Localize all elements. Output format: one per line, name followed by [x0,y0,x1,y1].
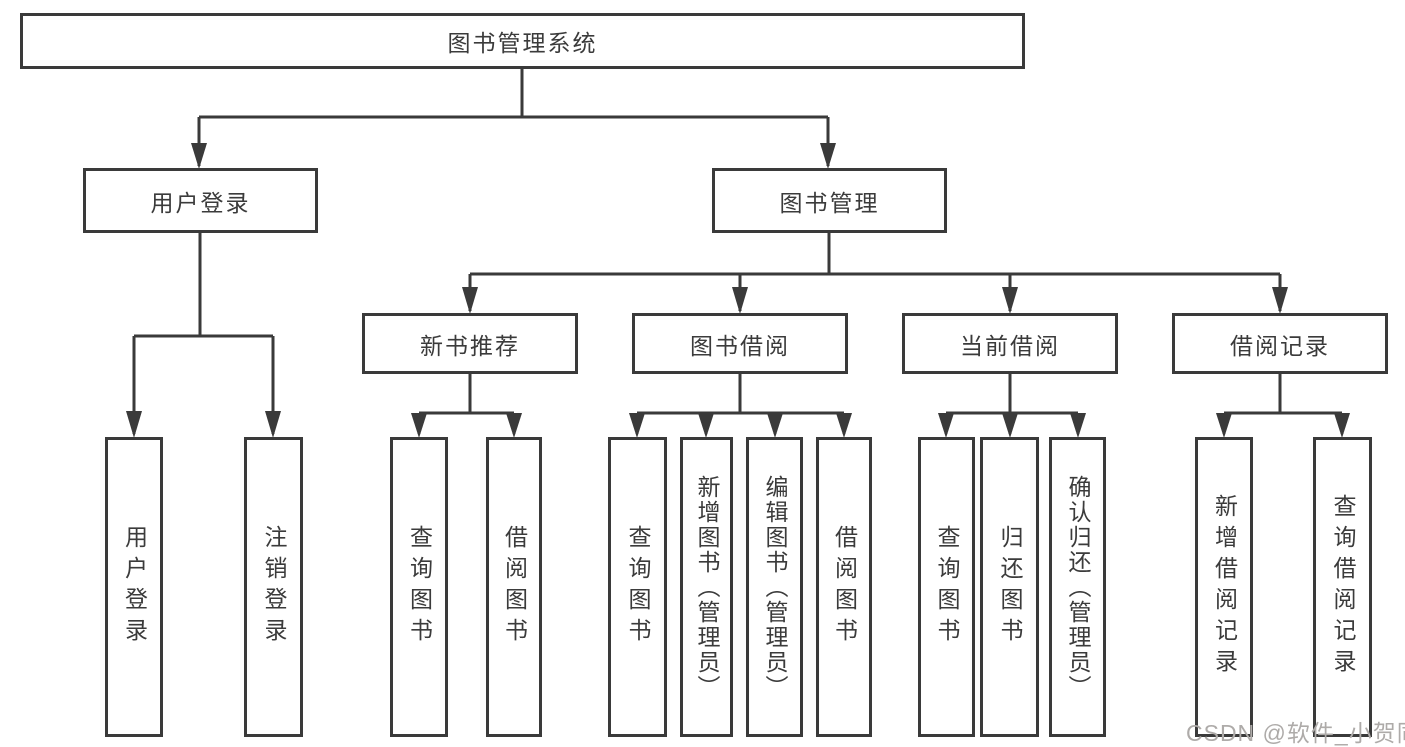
leaf-query-books-recommend: 查询图书 [390,437,448,737]
leaf-label: 查询图书 [625,525,651,649]
leaf-query-books-current: 查询图书 [918,437,975,737]
connector-userlogin-branch [132,233,275,434]
leaf-return-books: 归还图书 [980,437,1039,737]
node-new-book-recommend: 新书推荐 [362,313,578,374]
node-label: 用户登录 [150,189,251,216]
node-label: 新书推荐 [420,332,520,359]
leaf-query-borrow-record: 查询借阅记录 [1313,437,1372,737]
node-current-borrow: 当前借阅 [902,313,1118,374]
leaf-query-books-borrow: 查询图书 [608,437,667,737]
node-library-management-system: 图书管理系统 [20,13,1025,69]
leaf-confirm-return-admin: 确认归还（管理员） [1049,437,1106,737]
leaf-label: 注销登录 [261,525,287,649]
arrowheads [126,143,1350,438]
connector-records-branch [1222,374,1344,434]
leaf-borrow-books: 借阅图书 [816,437,872,737]
node-book-borrow: 图书借阅 [632,313,848,374]
leaf-label: 归还图书 [997,525,1023,649]
leaf-borrow-books-recommend: 借阅图书 [486,437,542,737]
leaf-label: 借阅图书 [831,525,858,649]
node-label: 图书管理 [779,189,880,216]
leaf-add-books-admin: 新增图书（管理员） [680,437,733,737]
leaf-label: 查询图书 [406,525,433,649]
node-label: 图书管理系统 [447,30,598,56]
connector-newbook-branch [417,374,516,434]
leaf-label: 确认归还（管理员） [1065,474,1091,700]
leaf-label: 新增图书（管理员） [694,474,720,700]
leaf-label: 新增借阅记录 [1211,494,1238,680]
connector-root-to-level2 [197,69,830,166]
connector-bookmgmt-branch [468,233,1282,311]
leaf-label: 查询借阅记录 [1330,494,1356,680]
leaf-edit-books-admin: 编辑图书（管理员） [746,437,803,737]
node-label: 图书借阅 [690,332,790,359]
node-label: 当前借阅 [960,332,1060,359]
node-borrow-records: 借阅记录 [1172,313,1388,374]
leaf-label: 查询图书 [934,525,960,649]
leaf-user-login: 用户登录 [105,437,163,737]
leaf-add-borrow-record: 新增借阅记录 [1195,437,1253,737]
leaf-logout: 注销登录 [244,437,303,737]
connector-borrow-branch [635,374,846,434]
node-label: 借阅记录 [1230,332,1330,359]
leaf-label: 借阅图书 [501,525,528,649]
leaf-label: 用户登录 [121,525,148,649]
leaf-label: 编辑图书（管理员） [762,474,788,700]
node-book-management: 图书管理 [712,168,947,233]
csdn-watermark: CSDN @软件_小贺同学 [1186,720,1405,746]
node-user-login: 用户登录 [83,168,318,233]
